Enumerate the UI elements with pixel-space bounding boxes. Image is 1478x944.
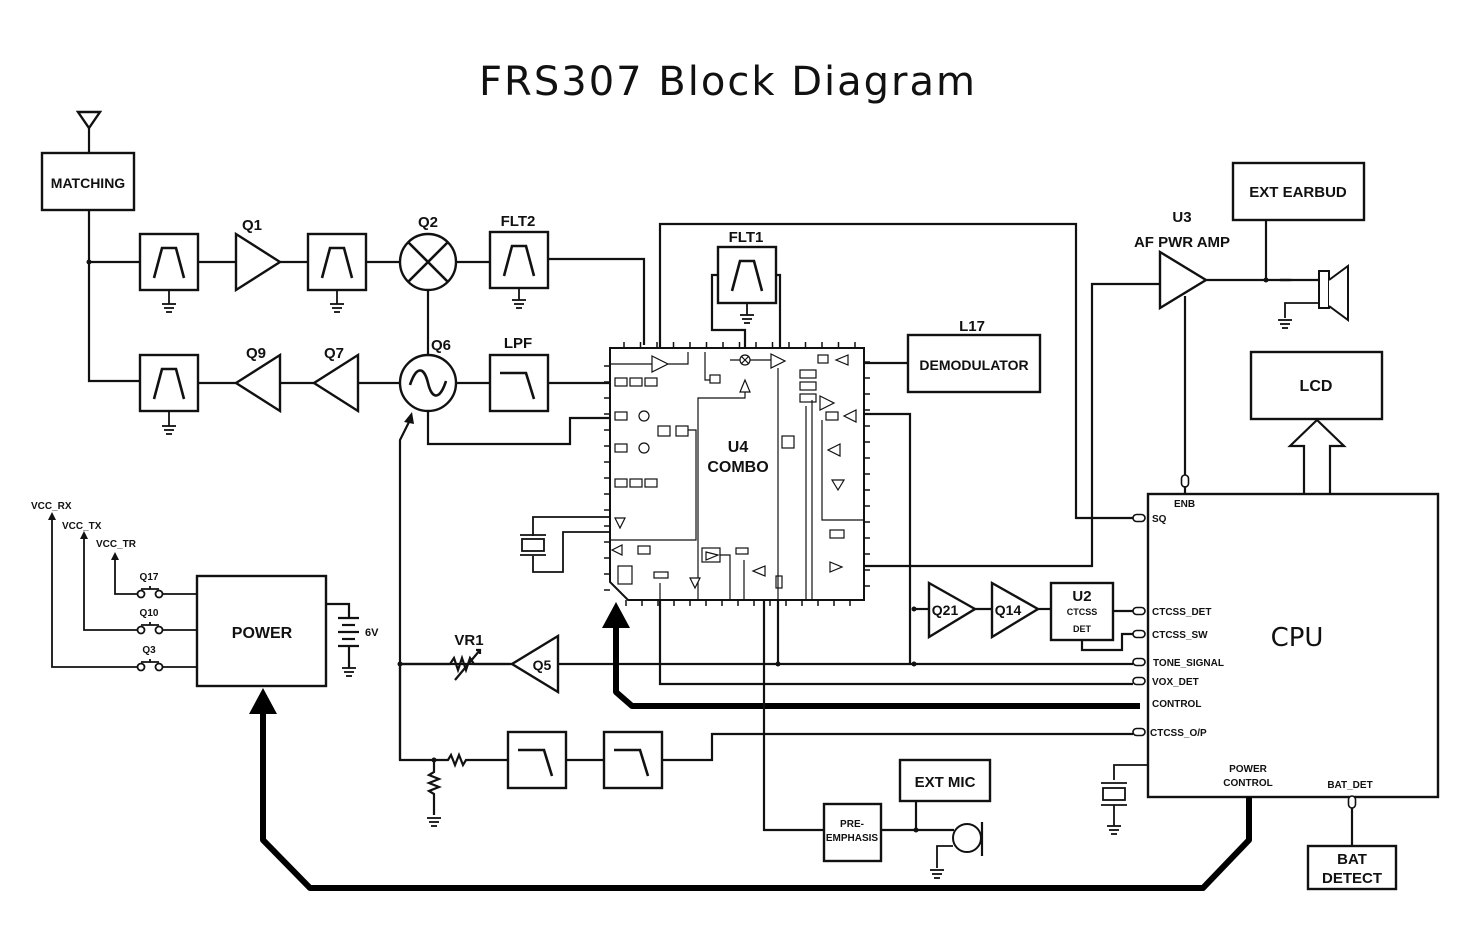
q3-label: Q3	[142, 645, 156, 656]
vr1-label: VR1	[454, 632, 483, 649]
cpu-pin-ctcss-sw: CTCSS_SW	[1152, 630, 1208, 641]
demodulator-block: DEMODULATOR	[906, 333, 1042, 394]
battery-icon	[326, 602, 359, 668]
u4-crystal-icon	[520, 516, 610, 573]
vcc-tr-arrow-icon	[111, 552, 119, 560]
cpu-pin-ctcss-det: CTCSS_DET	[1152, 607, 1211, 618]
af-pwr-amp-label: AF PWR AMP	[1134, 234, 1230, 251]
matching-block: MATCHING	[40, 151, 136, 212]
power-label: POWER	[232, 625, 293, 642]
cpu-pin-bat-det: BAT_DET	[1327, 780, 1372, 791]
bat-detect-label-1: BAT	[1337, 851, 1367, 868]
cpu-pin-vox-det: VOX_DET	[1152, 677, 1199, 688]
power-control-bus	[260, 712, 1252, 891]
control-bus	[613, 625, 1140, 709]
q7-label: Q7	[324, 345, 344, 362]
ctcss-lowpass-filter-2	[602, 730, 664, 790]
resistor-to-ground-icon	[426, 760, 442, 815]
lpf-filter	[488, 353, 550, 413]
bat-detect-label-2: DETECT	[1322, 870, 1382, 887]
u3-af-power-amp-icon	[1158, 249, 1209, 311]
control-bus-arrow-icon	[602, 602, 630, 628]
cpu-label: CPU	[1271, 623, 1324, 653]
rx-bandpass-filter-1	[138, 232, 200, 292]
microphone-icon	[936, 822, 984, 868]
q6-label: Q6	[431, 337, 451, 354]
q9-label: Q9	[246, 345, 266, 362]
q10-switch-icon	[136, 621, 164, 635]
flt1-filter	[716, 245, 778, 305]
pre-emphasis-label-2: EMPHASIS	[826, 833, 879, 844]
power-control-arrow-icon	[249, 688, 277, 714]
q17-switch-icon	[136, 585, 164, 599]
antenna-icon	[75, 110, 103, 153]
lcd-block: LCD	[1249, 350, 1384, 421]
q2-mixer-icon	[398, 232, 458, 292]
cpu-pin-power-label: POWER	[1229, 764, 1268, 775]
q1-label: Q1	[242, 217, 262, 234]
vcc-tx-arrow-icon	[80, 531, 88, 539]
resistor-icon	[442, 752, 508, 768]
u2-ctcss-det-block: U2 CTCSS DET	[1049, 581, 1115, 642]
q21-label: Q21	[932, 602, 959, 618]
demodulator-label: DEMODULATOR	[919, 357, 1028, 373]
tx-bandpass-filter	[138, 353, 200, 413]
q5-label: Q5	[533, 657, 552, 673]
q2-label: Q2	[418, 214, 438, 231]
l17-label: L17	[959, 318, 985, 335]
q5-amplifier-icon	[509, 633, 560, 695]
cpu-crystal-icon	[1101, 764, 1148, 826]
flt2-label: FLT2	[501, 213, 536, 230]
power-block: POWER	[195, 574, 328, 688]
lpf-label: LPF	[504, 335, 532, 352]
lcd-bus-arrow-icon	[1287, 418, 1347, 494]
pre-emphasis-block: PRE- EMPHASIS	[822, 802, 883, 863]
u3-label: U3	[1172, 209, 1191, 226]
q17-label: Q17	[140, 572, 159, 583]
u4-combo-chip: U4 COMBO	[604, 342, 870, 606]
rx-bandpass-filter-2	[306, 232, 368, 292]
q10-label: Q10	[140, 608, 159, 619]
bat-detect-block: BAT DETECT	[1306, 844, 1398, 891]
ext-mic-label: EXT MIC	[915, 774, 976, 791]
u2-det-label: DET	[1073, 624, 1092, 634]
cpu-block: CPU	[1146, 492, 1440, 799]
u2-ctcss-label: CTCSS	[1067, 607, 1098, 617]
u2-label: U2	[1072, 588, 1091, 605]
ext-mic-block: EXT MIC	[898, 758, 992, 803]
flt2-filter	[488, 230, 550, 290]
q6-oscillator-icon	[398, 353, 458, 413]
cpu-pin-power-control-label: CONTROL	[1223, 778, 1272, 789]
q14-label: Q14	[995, 602, 1022, 618]
q9-amplifier-icon	[233, 352, 282, 414]
ext-earbud-label: EXT EARBUD	[1249, 184, 1347, 201]
cpu-pin-enb: ENB	[1174, 499, 1195, 510]
cpu-pin-ctcss-op: CTCSS_O/P	[1150, 728, 1207, 739]
vcc-tr-label: VCC_TR	[96, 539, 137, 550]
cpu-pin-sq: SQ	[1152, 514, 1167, 525]
diagram-title: FRS307 Block Diagram	[479, 59, 977, 105]
battery-voltage-label: 6V	[365, 627, 379, 639]
flt1-label: FLT1	[729, 229, 764, 246]
vcc-tx-label: VCC_TX	[62, 521, 102, 532]
matching-label: MATCHING	[51, 175, 126, 191]
speaker-icon	[1280, 264, 1349, 322]
pre-emphasis-label-1: PRE-	[840, 819, 864, 830]
ctcss-lowpass-filter-1	[506, 730, 568, 790]
lcd-label: LCD	[1300, 378, 1333, 395]
q21-amplifier-icon	[927, 580, 978, 640]
q1-amplifier-icon	[234, 231, 283, 293]
ext-earbud-block: EXT EARBUD	[1231, 161, 1366, 222]
q14-amplifier-icon	[990, 580, 1041, 640]
vr1-variable-resistor-icon	[400, 648, 510, 681]
q3-switch-icon	[136, 658, 164, 672]
cpu-pin-tone-signal: TONE_SIGNAL	[1153, 658, 1224, 669]
q7-amplifier-icon	[311, 352, 360, 414]
cpu-pin-control: CONTROL	[1152, 699, 1201, 710]
u4-label: U4	[728, 439, 749, 456]
vcc-rx-label: VCC_RX	[31, 501, 72, 512]
vcc-rx-arrow-icon	[48, 512, 56, 520]
u4-combo-label: COMBO	[707, 459, 768, 476]
